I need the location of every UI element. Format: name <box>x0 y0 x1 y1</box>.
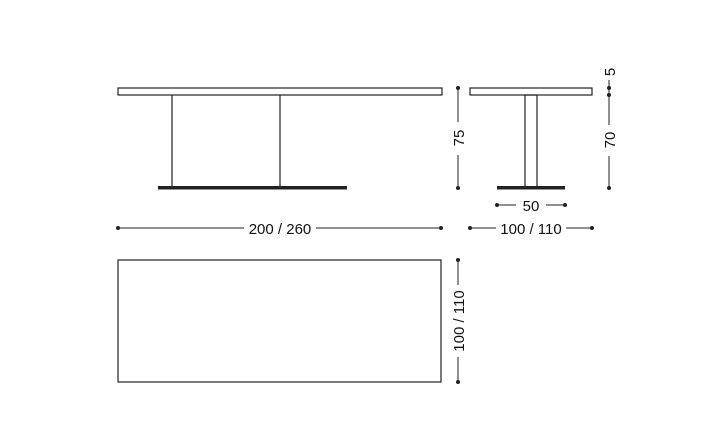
side-depth-label: 100 / 110 <box>500 221 561 238</box>
front-tabletop <box>117 87 443 96</box>
side-tabletop <box>469 87 593 96</box>
leg-height-label: 70 <box>602 132 619 149</box>
plan-view-tabletop <box>117 259 442 383</box>
side-base-label: 50 <box>523 198 540 215</box>
top-thickness-label: 5 <box>602 68 619 76</box>
dim-side-depth: 100 / 110 <box>468 221 594 238</box>
side-view <box>469 87 593 190</box>
dim-plan-depth: 100 / 110 <box>451 258 468 384</box>
side-column <box>524 94 538 188</box>
front-height-label: 75 <box>451 130 468 147</box>
dim-side-base: 50 <box>495 198 567 215</box>
plan-depth-label: 100 / 110 <box>451 290 468 351</box>
front-length-label: 200 / 260 <box>249 221 312 238</box>
dim-side-heights: 5 70 <box>602 68 619 190</box>
dim-front-height: 75 <box>451 86 468 190</box>
side-base <box>497 186 565 190</box>
front-base <box>158 186 347 190</box>
dim-front-length: 200 / 260 <box>116 221 443 238</box>
front-view <box>117 87 443 190</box>
